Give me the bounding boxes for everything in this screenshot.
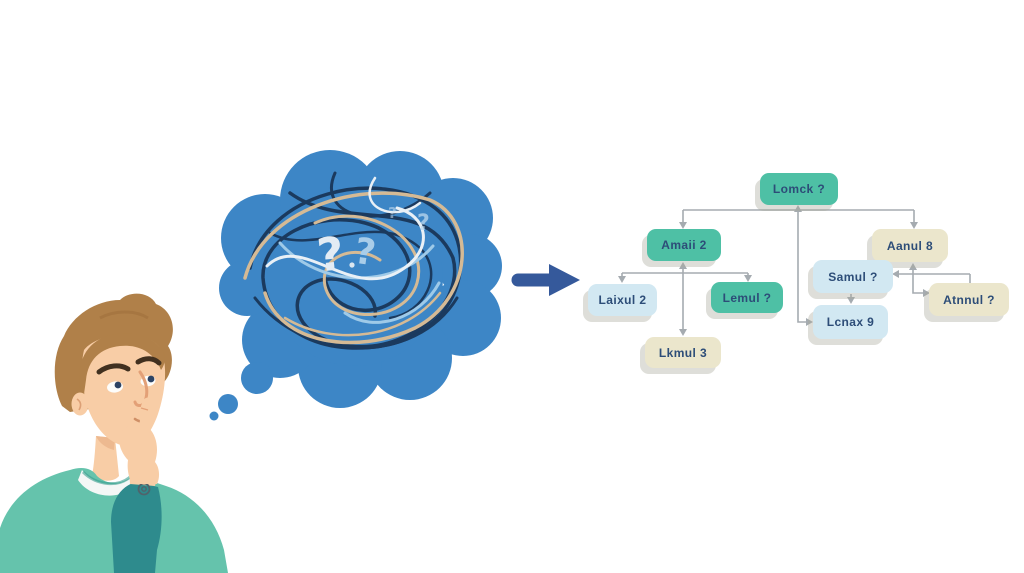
flowchart-node-left-2a: Laixul 2 (588, 284, 657, 316)
person-hair-strand (99, 310, 149, 320)
node-label: Lkmul 3 (658, 345, 708, 360)
thinking-person-illustration (0, 293, 228, 573)
person-sleeve (111, 482, 162, 573)
flowchart-node-left-3: Lkmul 3 (645, 337, 721, 368)
connector-arrowheads (618, 205, 930, 336)
question-mark-large: ? (314, 226, 346, 282)
transform-arrow-head (549, 264, 580, 296)
question-mark-ghost-2: ? (388, 204, 397, 222)
node-label: Amaii 2 (661, 238, 707, 252)
question-dot (349, 262, 355, 268)
flowchart-node-left-1: Amaii 2 (647, 229, 721, 261)
node-label: Aanul 8 (886, 238, 934, 253)
scribble-lines (243, 171, 464, 350)
person-index-finger (139, 397, 155, 437)
flowchart-node-left-2b: Lemul ? (711, 282, 783, 313)
flowchart-node-right-2a: Samul ? (813, 260, 893, 293)
person-ear-line (76, 398, 82, 411)
transform-arrow-icon (511, 264, 580, 296)
node-label: Lcnax 9 (826, 315, 875, 329)
node-label: Samul ? (828, 269, 878, 284)
person-bracelet-spiral-inner (141, 486, 147, 492)
person-pupil-left (114, 381, 122, 389)
person-hair-fringe (79, 333, 165, 394)
person-eyebrow-left (96, 363, 131, 375)
thought-bubble-trail (209, 362, 273, 421)
flowchart-node-right-2b: Atnnul ? (929, 283, 1009, 316)
person-finger-line (140, 407, 149, 411)
question-mark-ghost: ? (417, 211, 430, 236)
flowchart-node-right-3: Lcnax 9 (813, 305, 888, 339)
person-collar (78, 470, 132, 496)
node-label: Lomck ? (772, 182, 826, 196)
flowchart-node-right-1: Aanul 8 (872, 229, 948, 262)
node-label: Atnnul ? (943, 292, 995, 307)
tangled-thought-bubble: ? ? ? ? (209, 150, 502, 421)
person-hand (119, 423, 160, 484)
flowchart-node-root: Lomck ? (760, 173, 838, 205)
person-collar-trim (81, 470, 132, 486)
node-label: Lemul ? (722, 290, 772, 305)
person-eyebrow-right (135, 356, 162, 366)
person-pupil-right (147, 375, 155, 383)
connector-lines (621, 209, 971, 332)
node-label: Laixul 2 (598, 293, 647, 307)
